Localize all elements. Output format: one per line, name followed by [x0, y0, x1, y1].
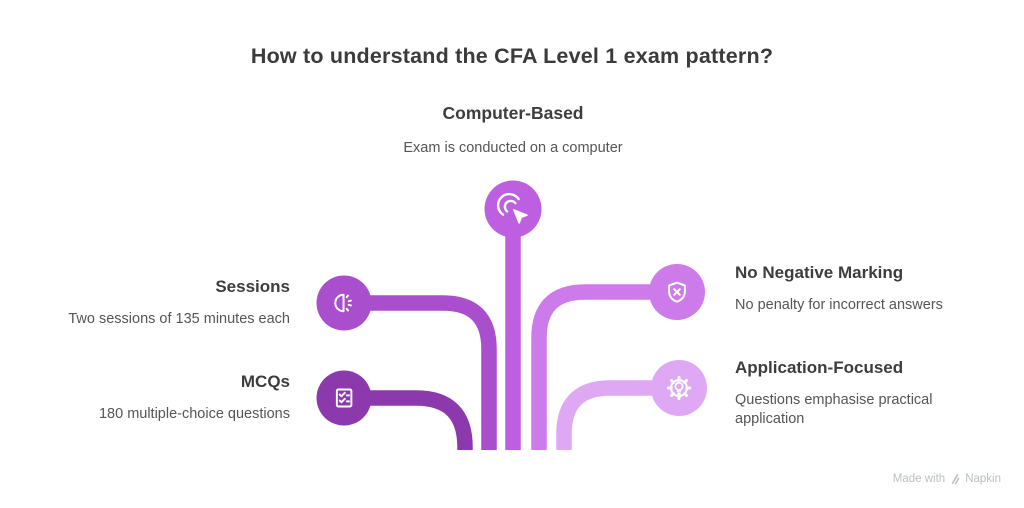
connector-mcqs — [344, 390, 473, 450]
watermark-brand: Napkin — [965, 473, 1001, 485]
node-description: No penalty for incorrect answers — [735, 297, 943, 313]
half-clock-icon — [334, 293, 352, 313]
node-title: Computer-Based — [442, 103, 584, 123]
connector-no-negative — [531, 284, 677, 450]
shield-x-icon — [668, 281, 686, 303]
node-computer-based: Computer-Based Exam is conducted on a co… — [313, 103, 713, 158]
watermark: Made with Napkin — [893, 473, 1001, 485]
node-application-focused: Application-Focused Questions emphasise … — [735, 357, 970, 428]
application-circle — [651, 360, 707, 416]
node-mcqs: MCQs 180 multiple-choice questions — [0, 371, 290, 424]
mcqs-circle — [316, 370, 372, 426]
watermark-prefix: Made with — [892, 473, 946, 485]
checklist-icon — [335, 388, 353, 408]
node-title: Sessions — [215, 277, 290, 296]
node-title: No Negative Marking — [735, 263, 904, 282]
node-description: Exam is conducted on a computer — [403, 140, 623, 156]
connector-application — [556, 380, 679, 450]
gear-lightbulb-icon — [666, 375, 692, 401]
computer-based-circle — [484, 180, 542, 238]
page-title: How to understand the CFA Level 1 exam p… — [250, 44, 774, 68]
node-title: Application-Focused — [735, 358, 904, 377]
node-description: Two sessions of 135 minutes each — [68, 311, 290, 327]
napkin-logo-icon — [951, 474, 960, 485]
cursor-click-icon — [496, 192, 528, 224]
node-title: MCQs — [240, 372, 290, 391]
node-sessions: Sessions Two sessions of 135 minutes eac… — [0, 276, 290, 329]
node-no-negative-marking: No Negative Marking No penalty for incor… — [735, 262, 970, 315]
node-description: Questions emphasise practical applicatio… — [735, 392, 933, 427]
connector-sessions — [344, 295, 497, 450]
node-description: 180 multiple-choice questions — [98, 406, 290, 422]
